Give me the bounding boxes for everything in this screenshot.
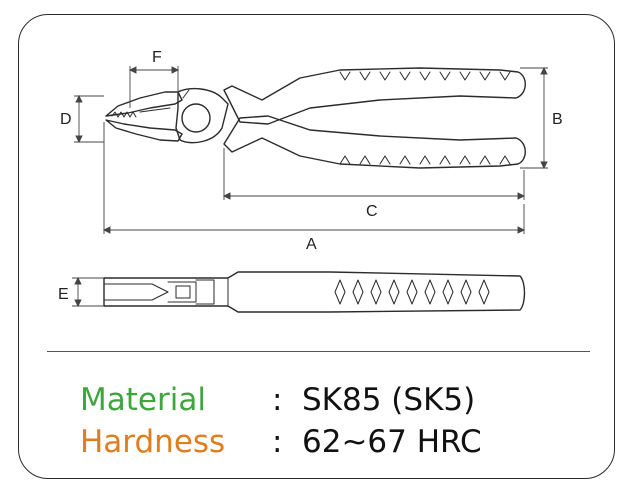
hardness-label: Hardness [80,424,226,460]
dim-label-d: D [60,111,72,128]
spec-card [18,14,615,479]
dim-label-a: A [306,236,317,253]
material-separator: : [272,382,283,418]
pliers-top-view [103,271,526,313]
material-label: Material [80,382,206,418]
pliers-side-view [105,67,526,169]
dim-label-e: E [58,286,69,303]
hardness-separator: : [272,424,283,460]
dim-label-c: C [366,203,378,220]
section-divider [47,351,590,352]
dim-label-b: B [552,111,563,128]
dimension-lines [72,66,548,308]
dim-label-f: F [152,49,162,66]
spec-row-hardness: Hardness : 62~67 HRC [80,423,482,461]
material-value: SK85 (SK5) [302,382,476,418]
hardness-value: 62~67 HRC [302,424,482,460]
spec-row-material: Material : SK85 (SK5) [80,381,475,419]
